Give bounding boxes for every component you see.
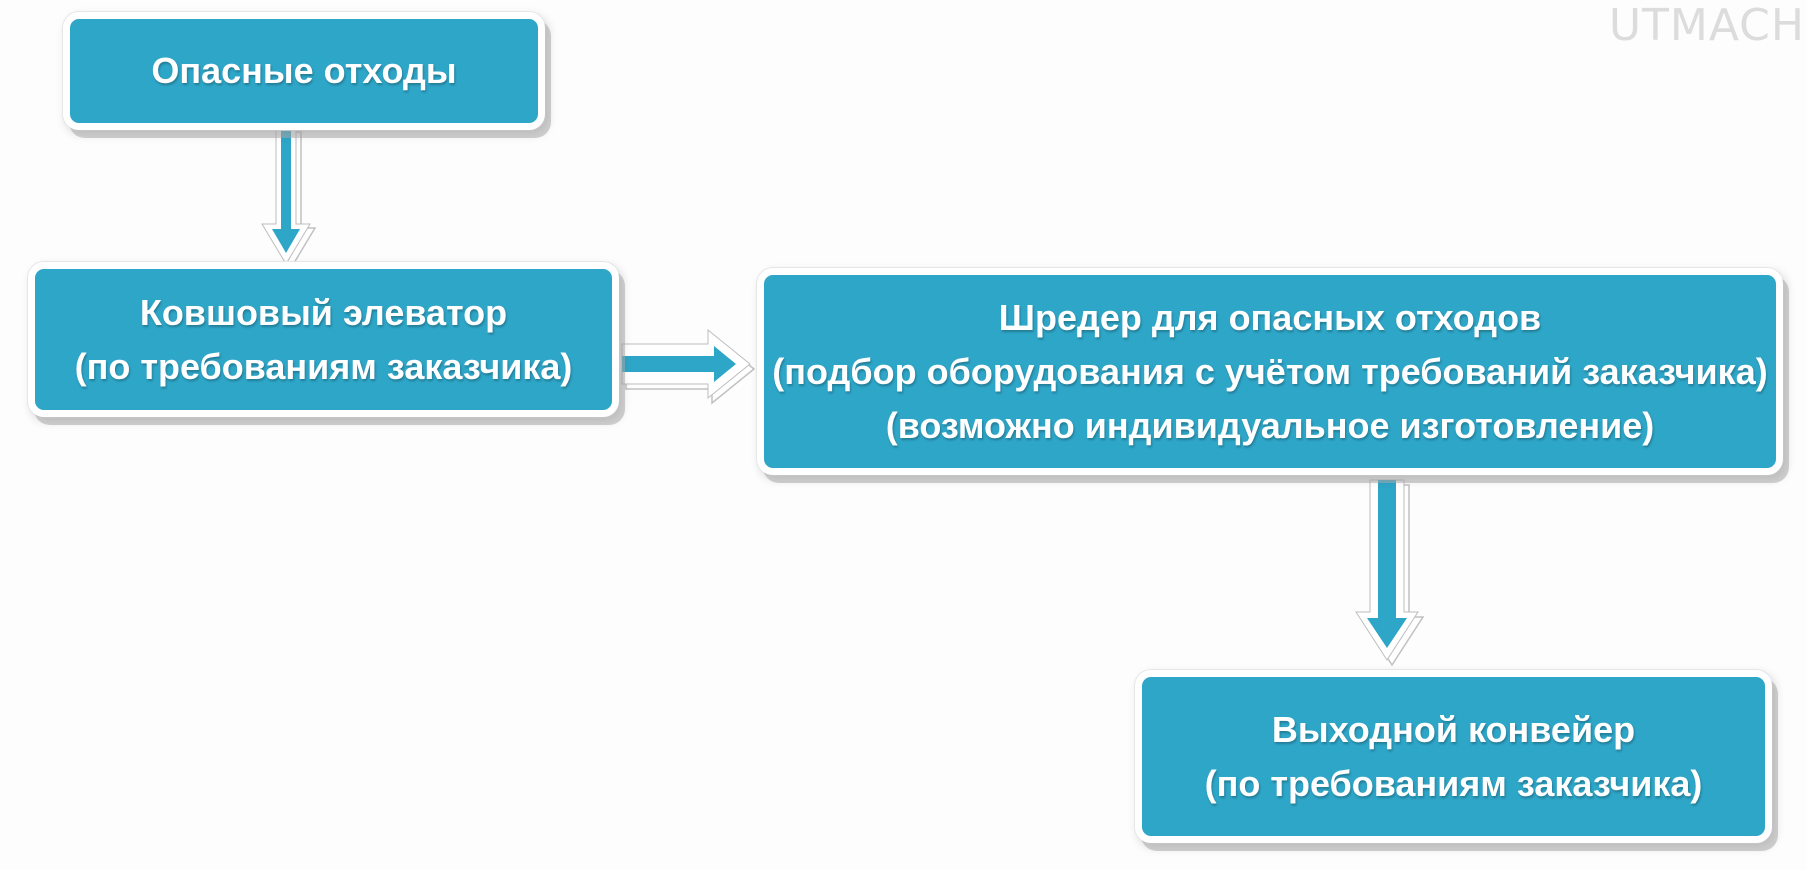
node-shredder-title: Шредер для опасных отходов (998, 296, 1542, 338)
node-bucket-elevator-note: (по требованиям заказчика) (74, 345, 573, 387)
node-hazardous-waste: Опасные отходы (63, 12, 545, 130)
node-shredder: Шредер для опасных отходов (подбор обору… (757, 268, 1783, 475)
arrow-hazardous-to-elevator (261, 127, 317, 270)
node-shredder-note-1: (подбор оборудования с учётом требований… (772, 350, 1768, 392)
node-output-conveyor: Выходной конвейер (по требованиям заказч… (1135, 670, 1772, 843)
node-hazardous-waste-title: Опасные отходы (151, 50, 457, 91)
arrow-shredder-to-conveyor (1355, 479, 1425, 667)
node-output-conveyor-title: Выходной конвейер (1271, 708, 1636, 750)
node-output-conveyor-note: (по требованиям заказчика) (1204, 762, 1703, 804)
watermark: UTMACH (1608, 0, 1805, 51)
arrow-elevator-to-shredder (621, 328, 756, 405)
node-bucket-elevator: Ковшовый элеватор (по требованиям заказч… (28, 262, 619, 417)
node-shredder-note-2: (возможно индивидуальное изготовление) (885, 404, 1655, 446)
node-bucket-elevator-title: Ковшовый элеватор (139, 291, 508, 333)
